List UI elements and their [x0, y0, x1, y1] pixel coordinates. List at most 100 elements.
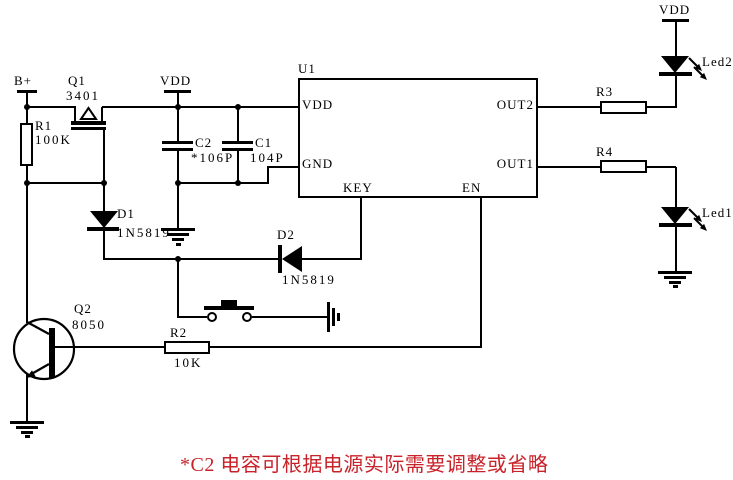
u1-pin-out2-label: OUT2 — [496, 97, 534, 112]
led1-cathode-bar — [659, 223, 692, 227]
led2-emission-arrows-icon — [688, 57, 707, 80]
ground-symbol — [176, 243, 181, 246]
caption-note: *C2 电容可根据电源实际需要调整或省略 — [180, 454, 549, 476]
d2-value-label: 1N5819 — [282, 272, 336, 287]
wire — [177, 316, 207, 318]
wire — [302, 258, 362, 260]
ground-symbol — [172, 238, 184, 241]
wire — [177, 151, 179, 184]
vdd-left-label: VDD — [160, 73, 192, 88]
wire — [538, 166, 600, 168]
ground-symbol — [167, 233, 189, 236]
wire — [177, 184, 179, 228]
u1-pin-out1-label: OUT1 — [496, 156, 534, 171]
d2-diode-symbol — [282, 246, 302, 272]
push-button-terminal — [242, 312, 252, 322]
c2-ref-label: C2 — [195, 135, 213, 150]
d1-ref-label: D1 — [117, 206, 135, 221]
wire — [252, 316, 328, 318]
push-button-terminal — [207, 312, 217, 322]
q1-drain-tab — [101, 107, 103, 123]
wire — [675, 22, 677, 57]
b-plus-terminal-bar — [17, 90, 37, 93]
ground-symbol — [673, 285, 678, 288]
r2-value-label: 10K — [174, 355, 203, 370]
u1-pin-gnd-label: GND — [302, 156, 334, 171]
b-plus-label: B+ — [14, 73, 33, 88]
wire — [237, 108, 239, 141]
wire — [26, 106, 76, 108]
ground-symbol — [658, 271, 692, 274]
wire — [538, 106, 600, 108]
junction-dot — [175, 180, 181, 186]
wire — [103, 130, 105, 260]
q1-gate-bar — [71, 127, 106, 130]
r3-ref-label: R3 — [596, 84, 614, 99]
d1-cathode-bar — [87, 227, 119, 231]
junction-dot — [24, 104, 30, 110]
r1-resistor-symbol — [20, 123, 33, 166]
u1-ic-body — [298, 78, 538, 198]
ground-symbol — [10, 421, 44, 424]
junction-dot — [175, 104, 181, 110]
wire — [646, 106, 676, 108]
wire — [177, 182, 269, 184]
q1-channel-bar — [71, 121, 106, 125]
vdd-right-label: VDD — [659, 2, 691, 17]
ground-symbol — [327, 302, 330, 332]
led1-diode-symbol — [661, 207, 689, 224]
wire — [210, 346, 482, 348]
wire — [675, 227, 677, 273]
wire — [177, 92, 179, 107]
d2-cathode-bar — [278, 245, 282, 273]
wire — [177, 108, 179, 141]
ground-symbol — [669, 281, 681, 284]
q2-value-label: 8050 — [72, 317, 106, 332]
d2-ref-label: D2 — [277, 227, 295, 242]
push-button-bridge — [204, 306, 254, 310]
q2-ref-label: Q2 — [74, 301, 92, 316]
wire — [675, 167, 677, 208]
junction-dot — [235, 180, 241, 186]
c2-value-label: *106P — [191, 150, 235, 165]
wire — [646, 166, 676, 168]
q1-arrow-icon — [79, 106, 98, 120]
ground-symbol — [337, 313, 340, 321]
q1-source-tab — [74, 107, 76, 123]
led2-cathode-bar — [659, 72, 692, 76]
wire — [480, 198, 482, 348]
r2-ref-label: R2 — [170, 325, 188, 340]
u1-pin-key-label: KEY — [343, 180, 373, 195]
led2-diode-symbol — [661, 56, 689, 73]
wire — [103, 258, 281, 260]
wire — [26, 182, 105, 184]
wire — [267, 166, 299, 168]
ground-symbol — [332, 308, 335, 326]
r1-ref-label: R1 — [35, 118, 53, 133]
push-button-actuator — [221, 300, 237, 306]
wire — [177, 259, 179, 318]
wire — [360, 198, 362, 260]
d1-diode-symbol — [90, 211, 118, 228]
c1-ref-label: C1 — [255, 135, 273, 150]
q2-transistor-symbol — [12, 317, 76, 381]
wire — [267, 167, 269, 183]
ground-symbol — [161, 228, 195, 231]
ground-symbol — [16, 426, 38, 429]
r4-resistor-symbol — [600, 160, 647, 173]
led2-label: Led2 — [702, 54, 733, 69]
vdd-left-terminal-bar — [164, 90, 191, 93]
q1-ref-label: Q1 — [68, 73, 86, 88]
wire — [102, 106, 298, 108]
ground-symbol — [21, 431, 33, 434]
wire — [26, 165, 28, 323]
c2-capacitor-plate — [162, 141, 193, 144]
wire — [26, 374, 28, 422]
wire — [53, 346, 165, 348]
r2-resistor-symbol — [164, 341, 210, 354]
r1-value-label: 100K — [35, 132, 72, 147]
q1-value-label: 3401 — [66, 88, 100, 103]
u1-pin-vdd-label: VDD — [302, 97, 334, 112]
r3-resistor-symbol — [600, 101, 647, 114]
